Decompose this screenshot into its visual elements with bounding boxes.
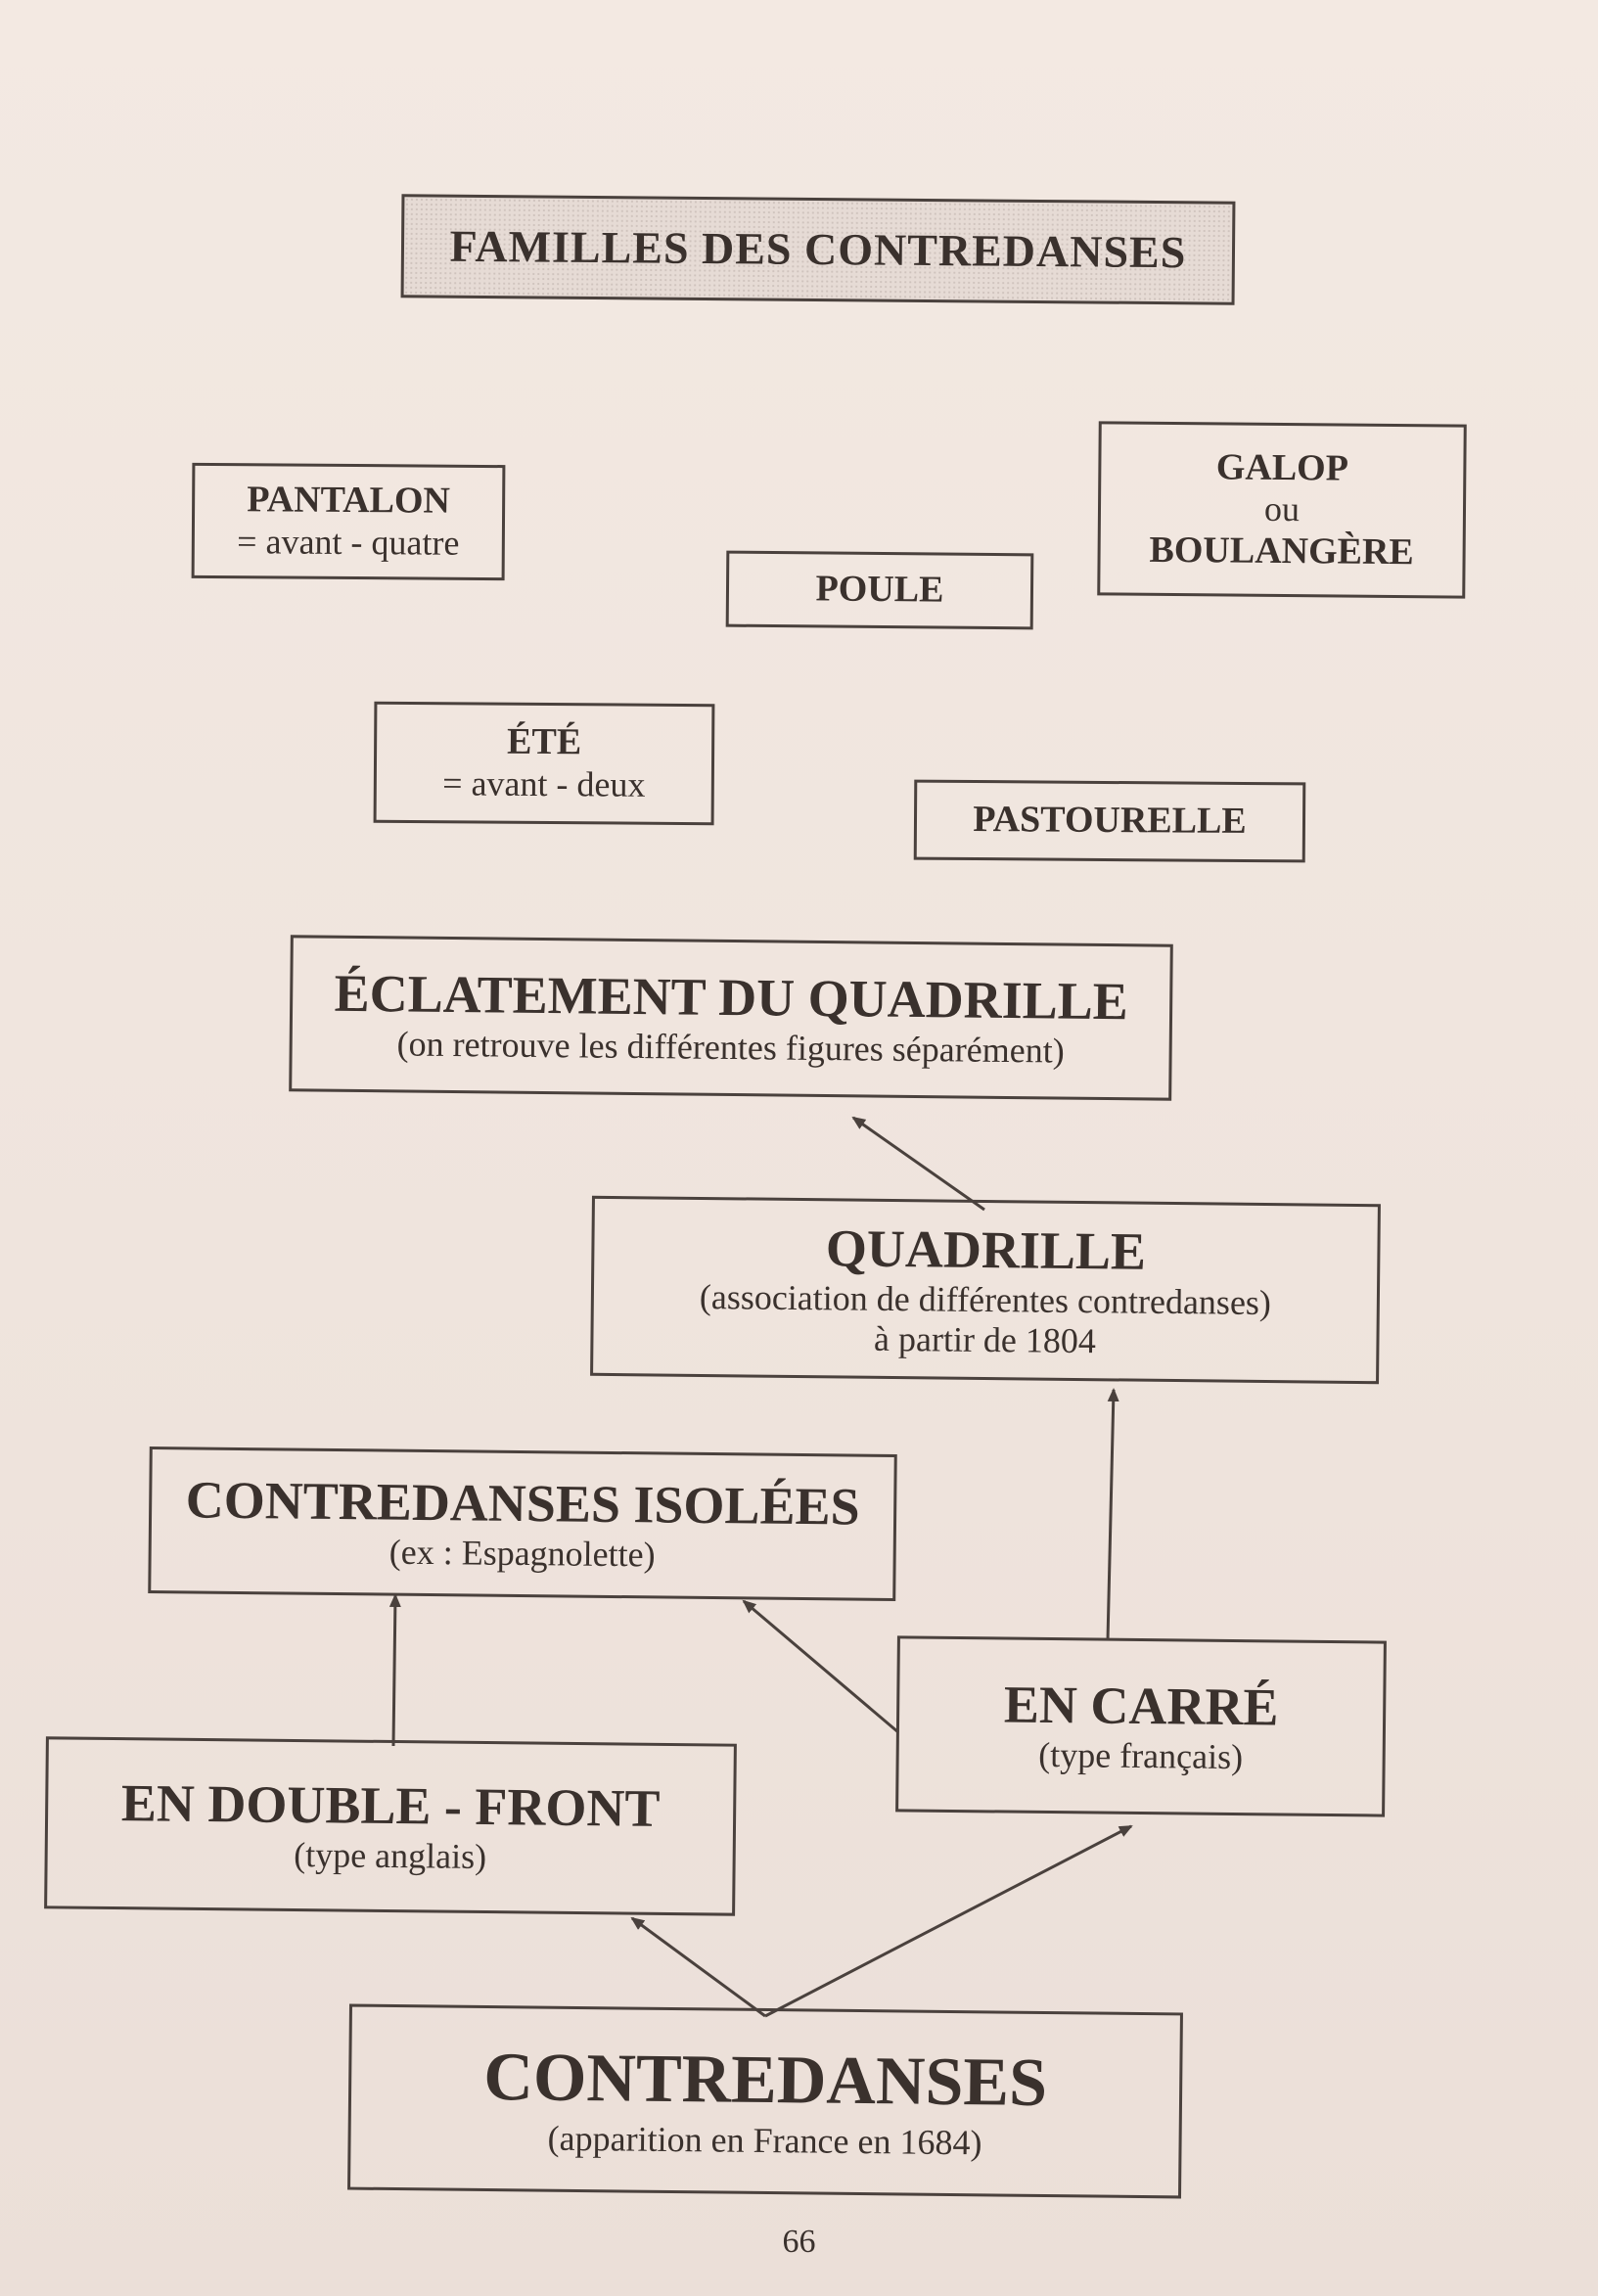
edge-contredanses-to-double (630, 1916, 766, 2018)
edge-double-to-isolees (388, 1593, 401, 1747)
edge-carre-to-quadrille (1106, 1388, 1119, 1641)
edge-carre-to-isolees (742, 1599, 899, 1734)
edge-quadrille-to-eclatement (851, 1116, 985, 1212)
page-number: 66 (782, 2224, 816, 2260)
edge-contredanses-to-carre (764, 1824, 1133, 2018)
